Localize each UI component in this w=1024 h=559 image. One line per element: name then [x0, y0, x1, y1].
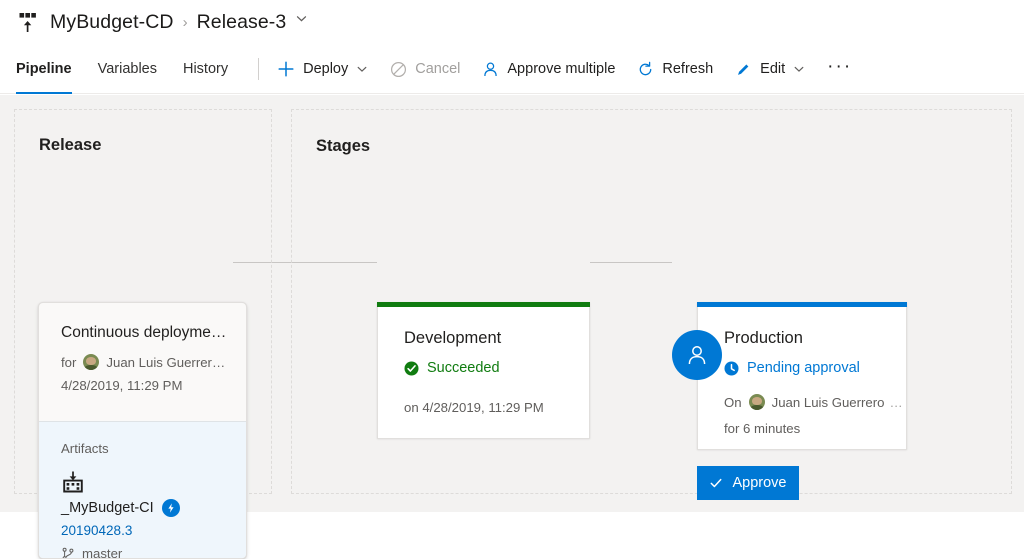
- stage-name: Development: [404, 329, 567, 348]
- user-avatar: [83, 354, 99, 370]
- branch-icon: [61, 547, 75, 559]
- chevron-down-icon[interactable]: [356, 63, 368, 75]
- release-name: Continuous deployme…: [61, 324, 226, 342]
- page-header: MyBudget-CD › Release-3: [0, 0, 1024, 45]
- artifact-name[interactable]: _MyBudget-CI: [61, 500, 154, 516]
- stage-status: Succeeded: [404, 360, 567, 376]
- branch-name: master: [82, 546, 122, 559]
- stages-panel-title: Stages: [316, 137, 370, 156]
- tab-history[interactable]: History: [183, 45, 228, 94]
- plus-icon: [277, 60, 295, 78]
- tab-variables[interactable]: Variables: [98, 45, 157, 94]
- cancel-circle-icon: [390, 61, 407, 78]
- build-drop-icon: [61, 470, 226, 494]
- approver-overflow: …: [889, 395, 902, 410]
- artifact-row: _MyBudget-CI: [61, 499, 226, 517]
- chevron-down-icon[interactable]: [793, 63, 805, 75]
- stage-status: Pending approval: [724, 360, 884, 376]
- artifact-branch: master: [61, 546, 226, 559]
- artifacts-label: Artifacts: [61, 441, 226, 456]
- artifacts-section: Artifacts _MyBudget-CI: [39, 421, 246, 558]
- on-label: On: [724, 395, 742, 410]
- stage-body: Development Succeeded on 4/28/2019, 11:2…: [378, 303, 589, 415]
- release-card[interactable]: Continuous deployme… for Juan Luis Guerr…: [38, 302, 247, 559]
- chevron-down-icon[interactable]: [295, 12, 308, 30]
- tab-history-label: History: [183, 61, 228, 77]
- stage-name: Production: [724, 329, 884, 348]
- artifact-version[interactable]: 20190428.3: [61, 523, 226, 538]
- stage-card-production[interactable]: Production Pending approval On Juan Luis…: [697, 302, 907, 450]
- deploy-button[interactable]: Deploy: [277, 60, 368, 78]
- edit-label: Edit: [760, 62, 785, 77]
- success-check-circle-icon: [404, 361, 419, 376]
- refresh-icon: [637, 61, 654, 78]
- release-card-header: Continuous deployme… for Juan Luis Guerr…: [39, 303, 246, 393]
- tab-pipeline-label: Pipeline: [16, 61, 72, 77]
- stage-status-bar: [697, 302, 907, 307]
- tab-pipeline[interactable]: Pipeline: [16, 45, 72, 94]
- release-panel-title: Release: [39, 136, 101, 155]
- clock-icon: [724, 361, 739, 376]
- stage-status-label: Pending approval: [747, 360, 860, 376]
- tab-variables-label: Variables: [98, 61, 157, 77]
- breadcrumb-project[interactable]: MyBudget-CD: [50, 11, 174, 34]
- stage-status-bar: [377, 302, 590, 307]
- stage-body: Production Pending approval On Juan Luis…: [698, 303, 906, 436]
- edit-button[interactable]: Edit: [735, 61, 805, 78]
- person-icon: [482, 61, 499, 78]
- for-label: for: [61, 355, 76, 370]
- pencil-icon: [735, 61, 752, 78]
- refresh-label: Refresh: [662, 62, 713, 77]
- breadcrumb-release[interactable]: Release-3: [197, 11, 287, 34]
- release-requested-for: for Juan Luis Guerrer…: [61, 354, 226, 370]
- breadcrumb-separator: ›: [183, 14, 188, 31]
- release-date: 4/28/2019, 11:29 PM: [61, 378, 226, 393]
- more-options-button[interactable]: ···: [827, 57, 852, 76]
- user-avatar: [749, 394, 765, 410]
- approve-button[interactable]: Approve: [697, 466, 799, 500]
- stage-pending-duration: for 6 minutes: [724, 421, 884, 436]
- pipeline-canvas: Release Stages Continuous deployme… for …: [0, 95, 1024, 512]
- pre-deployment-approval-badge[interactable]: [672, 330, 722, 380]
- cancel-label: Cancel: [415, 62, 460, 77]
- approve-button-label: Approve: [732, 475, 786, 491]
- deploy-label: Deploy: [303, 62, 348, 77]
- stage-approver-row: On Juan Luis Guerrero …: [724, 394, 884, 410]
- release-pipeline-icon: [14, 10, 40, 36]
- command-bar: Pipeline Variables History Deploy Cancel: [0, 45, 1024, 94]
- trigger-lightning-icon: [162, 499, 180, 517]
- check-icon: [709, 476, 723, 490]
- stage-card-development[interactable]: Development Succeeded on 4/28/2019, 11:2…: [377, 302, 590, 439]
- approve-multiple-button[interactable]: Approve multiple: [482, 61, 615, 78]
- refresh-button[interactable]: Refresh: [637, 61, 713, 78]
- requested-by-name: Juan Luis Guerrer…: [106, 355, 225, 370]
- approver-name: Juan Luis Guerrero: [772, 395, 885, 410]
- cancel-button: Cancel: [390, 61, 460, 78]
- stage-completed-time: on 4/28/2019, 11:29 PM: [404, 400, 567, 415]
- stage-status-label: Succeeded: [427, 360, 500, 376]
- approve-multiple-label: Approve multiple: [507, 62, 615, 77]
- toolbar-divider: [258, 58, 259, 80]
